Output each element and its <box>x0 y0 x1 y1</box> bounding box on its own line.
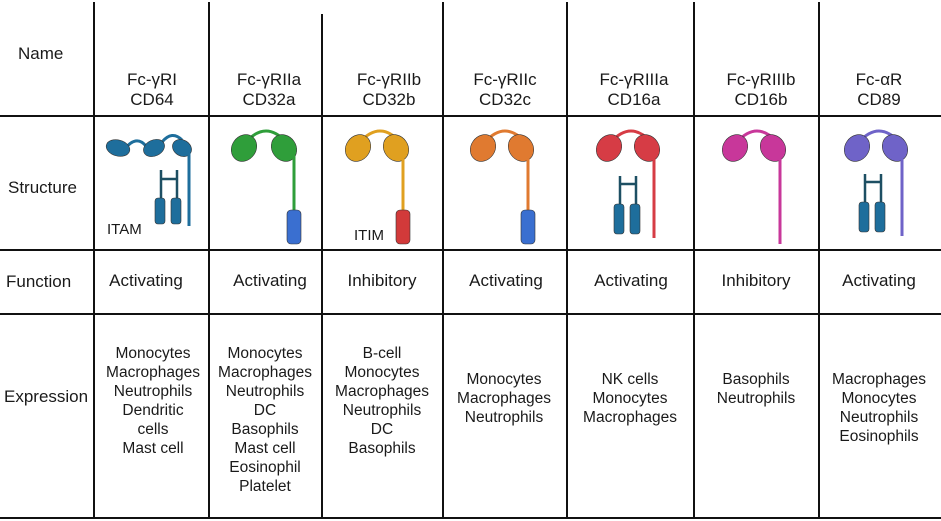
itam-signaling-dimer <box>613 176 641 235</box>
cytoplasmic-tail <box>520 209 536 245</box>
expression-item: Monocytes <box>592 390 668 407</box>
expression-item: Platelet <box>239 478 291 495</box>
expression-item: Mast cell <box>122 440 184 457</box>
ig-domain <box>345 134 371 162</box>
receptor-structure-fcgriib <box>345 129 411 245</box>
expression-item: NK cells <box>601 371 659 388</box>
cytoplasmic-tail <box>286 209 302 245</box>
column-divider <box>818 2 820 518</box>
row-divider-name <box>0 115 941 117</box>
ig-domain <box>231 134 257 162</box>
expression-item: Macrophages <box>583 409 677 426</box>
receptor-structure-fcgriia <box>231 129 302 245</box>
ig-domain <box>143 139 165 157</box>
expression-item: Monocytes <box>115 345 191 362</box>
ig-domain <box>470 134 496 162</box>
column-divider <box>208 2 210 518</box>
ig-domain <box>105 139 131 157</box>
expression-fcgriic: Monocytes Macrophages Neutrophils <box>448 370 560 427</box>
row-divider-structure <box>0 249 941 251</box>
expression-item: Monocytes <box>466 371 542 388</box>
expression-fcgriib: B-cell Monocytes Macrophages Neutrophils… <box>326 344 438 458</box>
expression-item: Basophils <box>348 440 416 457</box>
ig-domain <box>634 134 660 162</box>
itim-label: ITIM <box>354 227 384 244</box>
column-divider <box>566 2 568 518</box>
expression-item: Macrophages <box>832 371 926 388</box>
ig-domain <box>172 139 192 157</box>
ig-domain <box>596 134 622 162</box>
expression-fcgri: Monocytes Macrophages Neutrophils Dendri… <box>97 344 209 458</box>
expression-item: Eosinophil <box>229 459 301 476</box>
expression-item: Eosinophils <box>839 428 919 445</box>
row-divider-bottom <box>0 517 941 519</box>
expression-item: Neutrophils <box>839 409 919 426</box>
expression-item: Macrophages <box>335 383 429 400</box>
expression-item: Mast cell <box>234 440 296 457</box>
row-label-function: Function <box>6 272 72 291</box>
function-fcgriiib: Inhibitory <box>721 271 791 290</box>
ig-domain <box>760 134 786 162</box>
expression-item: Dendritic <box>122 402 184 419</box>
expression-item: Neutrophils <box>342 402 422 419</box>
row-divider-function <box>0 313 941 315</box>
column-divider <box>93 2 95 518</box>
expression-item: cells <box>137 421 169 438</box>
column-divider <box>693 2 695 518</box>
expression-item: Macrophages <box>218 364 312 381</box>
expression-item: Neutrophils <box>113 383 193 400</box>
receptor-structure-fcar <box>844 129 908 236</box>
expression-item: DC <box>253 402 277 419</box>
expression-fcar: Macrophages Monocytes Neutrophils Eosino… <box>823 370 935 446</box>
function-fcgriia: Activating <box>233 271 307 290</box>
expression-fcgriia: Monocytes Macrophages Neutrophils DC Bas… <box>209 344 321 496</box>
expression-fcgriiib: Basophils Neutrophils <box>700 370 812 408</box>
expression-item: Neutrophils <box>716 390 796 407</box>
row-label-structure: Structure <box>8 178 77 197</box>
expression-item: DC <box>370 421 394 438</box>
ig-domain <box>271 134 297 162</box>
ig-domain <box>844 134 870 162</box>
cytoplasmic-tail <box>395 209 411 245</box>
function-fcgriiia: Activating <box>594 271 668 290</box>
itam-signaling-dimer <box>154 170 182 225</box>
expression-item: Macrophages <box>457 390 551 407</box>
ig-domain <box>722 134 748 162</box>
function-fcgriib: Inhibitory <box>347 271 417 290</box>
expression-item: Neutrophils <box>225 383 305 400</box>
receptor-linker <box>160 134 184 144</box>
expression-fcgriiia: NK cells Monocytes Macrophages <box>574 370 686 427</box>
expression-item: Monocytes <box>841 390 917 407</box>
itam-label: ITAM <box>107 221 142 238</box>
expression-item: B-cell <box>362 345 402 362</box>
function-fcgriic: Activating <box>469 271 543 290</box>
receptor-structure-fcgriic <box>470 129 536 245</box>
row-label-expression: Expression <box>4 387 89 406</box>
column-divider <box>442 2 444 518</box>
ig-domain <box>508 134 534 162</box>
function-fcar: Activating <box>842 271 916 290</box>
receptor-structure-fcgriiib <box>722 129 786 244</box>
column-divider <box>321 14 323 518</box>
expression-item: Neutrophils <box>464 409 544 426</box>
function-fcgri: Activating <box>109 271 183 290</box>
ig-domain <box>383 134 409 162</box>
row-label-name: Name <box>18 44 64 63</box>
expression-item: Monocytes <box>344 364 420 381</box>
expression-item: Basophils <box>722 371 790 388</box>
itam-signaling-dimer <box>858 174 886 233</box>
ig-domain <box>882 134 908 162</box>
expression-item: Macrophages <box>106 364 200 381</box>
expression-item: Basophils <box>231 421 299 438</box>
receptor-structure-fcgri <box>105 134 192 226</box>
expression-item: Monocytes <box>227 345 303 362</box>
receptor-structure-fcgriiia <box>596 129 660 238</box>
